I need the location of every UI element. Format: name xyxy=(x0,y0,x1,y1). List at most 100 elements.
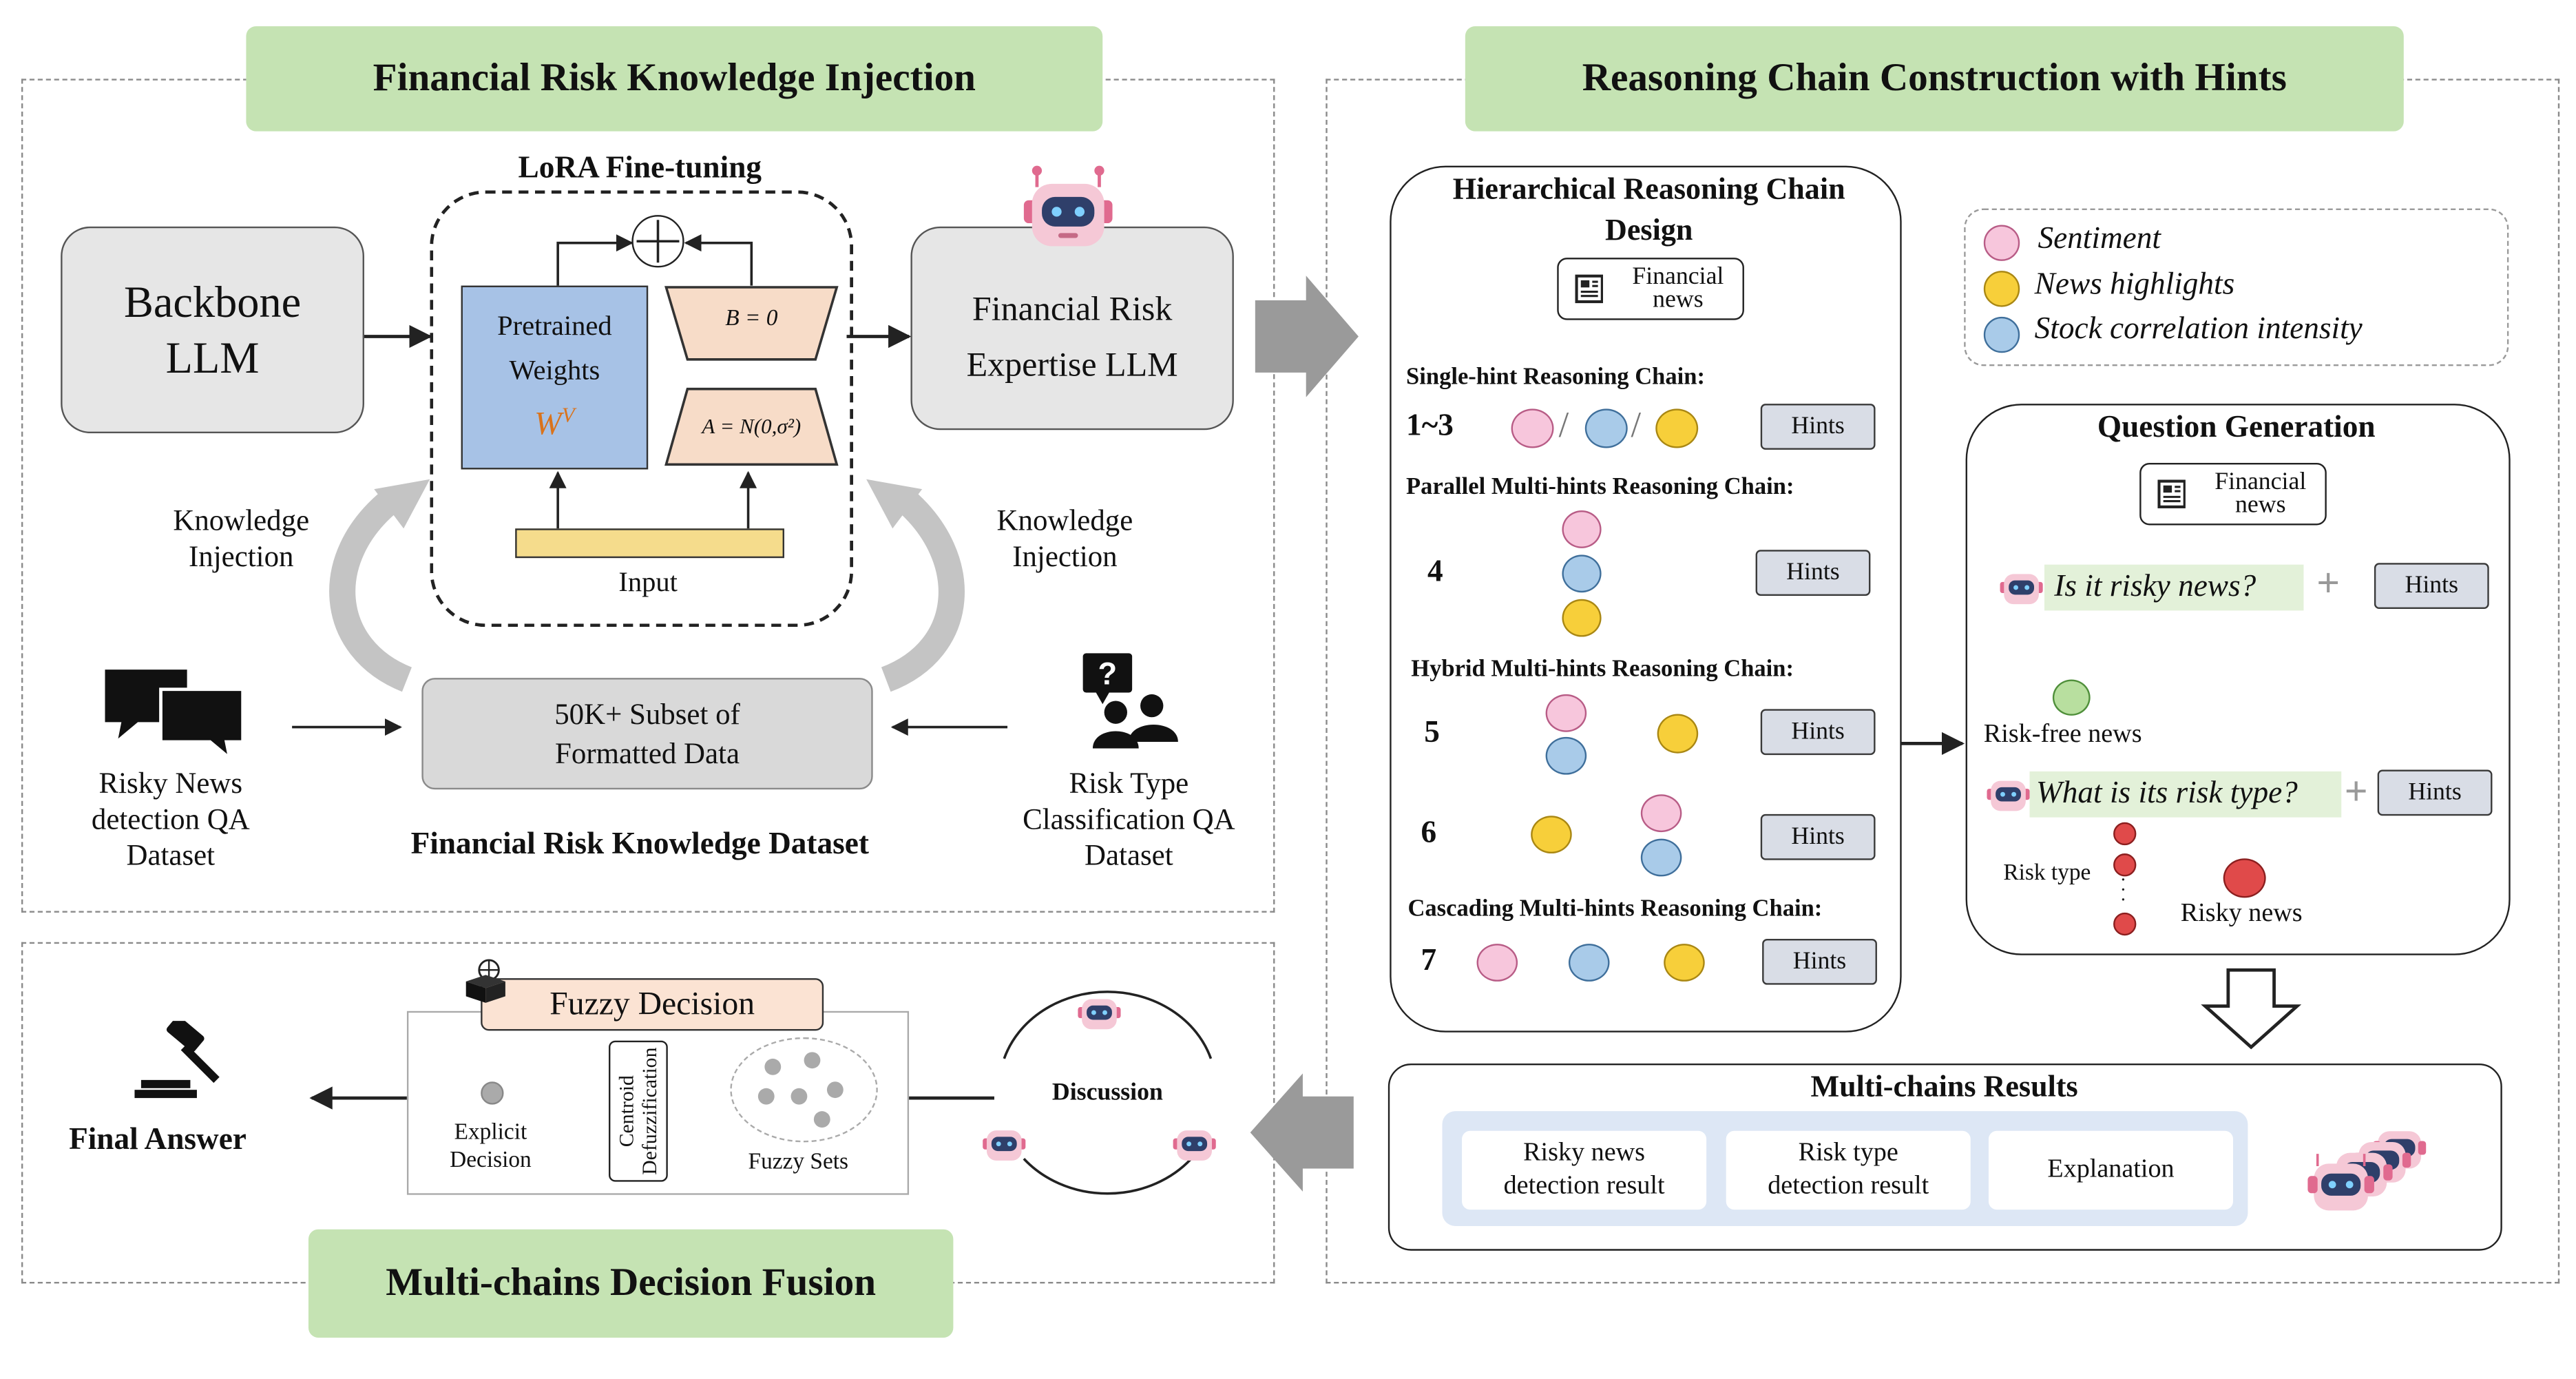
a-label: A = N(0,σ²) xyxy=(702,413,802,439)
risk-free-label: Risk-free news xyxy=(1983,720,2142,749)
newspaper-icon xyxy=(2157,479,2186,508)
fuzzy-set-dot xyxy=(804,1052,821,1069)
expertise-llm: Financial Risk Expertise LLM xyxy=(910,226,1234,431)
fuzzy-sets-label: Fuzzy Sets xyxy=(748,1150,849,1176)
robot-icon xyxy=(981,1119,1027,1165)
w-symbol: WV xyxy=(534,402,575,443)
legend-box xyxy=(1964,208,2509,366)
robot-icon xyxy=(1985,770,2031,816)
pretrained-weights: Pretrained Weights WV xyxy=(461,285,649,470)
single-chain-label: Single-hint Reasoning Chain: xyxy=(1406,364,1705,391)
fuzzy-set-dot xyxy=(764,1058,782,1075)
robot-icon xyxy=(1171,1119,1217,1165)
fuzzy-decision-label: Fuzzy Decision xyxy=(549,985,755,1022)
risk-type-dot xyxy=(2113,853,2137,877)
newspaper-icon xyxy=(1575,274,1604,304)
result-risk-type: Risk type detection result xyxy=(1726,1130,1971,1210)
hierarchical-title: Hierarchical Reasoning Chain Design xyxy=(1452,174,1845,248)
fuzzy-set-dot xyxy=(813,1111,830,1128)
parallel-chain-label: Parallel Multi-hints Reasoning Chain: xyxy=(1406,474,1794,501)
result-risky-news: Risky news detection result xyxy=(1462,1130,1707,1210)
highlights-node xyxy=(1562,599,1602,637)
result-explanation-label: Explanation xyxy=(2047,1155,2175,1183)
fuzzy-set-dot xyxy=(757,1088,775,1105)
slash-separator: / xyxy=(1631,404,1642,445)
hybrid-chain-num-b: 6 xyxy=(1421,816,1437,851)
risk-type-dot xyxy=(2113,912,2137,936)
lora-box xyxy=(430,190,854,628)
cascading-chain-num: 7 xyxy=(1421,944,1437,979)
injection-title: Financial Risk Knowledge Injection xyxy=(246,26,1103,132)
risk-type-dot xyxy=(2113,822,2137,846)
explicit-decision-label: Explicit Decision xyxy=(450,1121,532,1174)
result-explanation: Explanation xyxy=(1988,1130,2233,1210)
explicit-decision-dot xyxy=(481,1081,504,1105)
legend-correlation: Stock correlation intensity xyxy=(2034,311,2363,346)
fuzzy-decision-header: Fuzzy Decision xyxy=(481,978,824,1031)
qg-news-box: Financial news xyxy=(2139,462,2327,526)
sentiment-node xyxy=(1562,510,1602,548)
final-answer: Final Answer xyxy=(69,1122,247,1157)
question-people-icon: ? xyxy=(1076,650,1181,752)
fuzzy-sets-cluster xyxy=(730,1037,878,1143)
centroid-label: Centroid Defuzzification xyxy=(615,1047,662,1175)
hints-box-q1: Hints xyxy=(2374,563,2489,610)
hints-box-parallel: Hints xyxy=(1755,550,1871,596)
hints-box-single: Hints xyxy=(1760,404,1876,450)
chat-bubbles-icon xyxy=(102,666,249,763)
lora-title: LoRA Fine-tuning xyxy=(518,151,762,186)
correlation-node xyxy=(1640,838,1682,877)
legend-correlation-swatch xyxy=(1983,316,2020,353)
parallel-chain-num: 4 xyxy=(1427,554,1443,590)
matrix-a: A = N(0,σ²) xyxy=(664,387,839,466)
cascading-chain-label: Cascading Multi-hints Reasoning Chain: xyxy=(1407,896,1823,923)
highlights-node xyxy=(1531,816,1572,854)
matrix-b: B = 0 xyxy=(664,286,839,362)
question-risky: Is it risky news? xyxy=(2044,564,2304,611)
gavel-icon xyxy=(134,1016,229,1099)
plus-circle xyxy=(631,215,684,268)
sentiment-node xyxy=(1511,408,1554,448)
highlights-node xyxy=(1657,714,1699,754)
correlation-node xyxy=(1584,408,1628,448)
fuzzy-set-dot xyxy=(826,1081,844,1099)
correlation-node xyxy=(1545,736,1587,775)
question-generation-title: Question Generation xyxy=(2097,410,2376,445)
sentiment-node xyxy=(1545,694,1587,732)
svg-text:?: ? xyxy=(1098,656,1118,692)
subset-box: 50K+ Subset of Formatted Data xyxy=(421,678,873,790)
result-risk-type-label: Risk type detection result xyxy=(1768,1139,1929,1200)
results-title: Multi-chains Results xyxy=(1810,1071,2078,1105)
sentiment-node xyxy=(1476,944,1518,982)
qg-news-label: Financial news xyxy=(2214,469,2307,519)
risky-news-qa-label: Risky News detection QA Dataset xyxy=(91,766,250,872)
hier-news-box: Financial news xyxy=(1557,258,1744,320)
hints-box-hybrid-b: Hints xyxy=(1760,813,1876,860)
fusion-title: Multi-chains Decision Fusion xyxy=(308,1229,954,1338)
legend-sentiment-swatch xyxy=(1983,225,2020,261)
risky-news-node xyxy=(2223,858,2266,898)
robot-icon xyxy=(1020,164,1116,253)
input-bar xyxy=(515,528,784,559)
backbone-label: Backbone LLM xyxy=(123,277,302,383)
result-risky-news-label: Risky news detection result xyxy=(1503,1139,1665,1200)
dataset-label: Financial Risk Knowledge Dataset xyxy=(410,827,869,862)
decision-cube-icon xyxy=(463,959,509,1005)
correlation-node xyxy=(1568,944,1610,982)
fuzzy-set-dot xyxy=(790,1088,808,1105)
highlights-node xyxy=(1664,944,1705,982)
knowledge-injection-left: Knowledge Injection xyxy=(173,504,310,573)
risk-type-qa-label: Risk Type Classification QA Dataset xyxy=(1023,766,1235,872)
centroid-defuzzification: Centroid Defuzzification xyxy=(609,1040,668,1182)
correlation-node xyxy=(1562,554,1602,593)
backbone-llm: Backbone LLM xyxy=(61,226,364,434)
knowledge-injection-right: Knowledge Injection xyxy=(996,504,1133,573)
risky-news-label: Risky news xyxy=(2180,899,2303,928)
discussion-label: Discussion xyxy=(1051,1079,1163,1107)
ellipsis-dots: ··· xyxy=(2119,868,2127,911)
slash-separator: / xyxy=(1558,404,1569,445)
pretrained-label: Pretrained Weights xyxy=(497,310,612,386)
b-label: B = 0 xyxy=(725,307,778,332)
